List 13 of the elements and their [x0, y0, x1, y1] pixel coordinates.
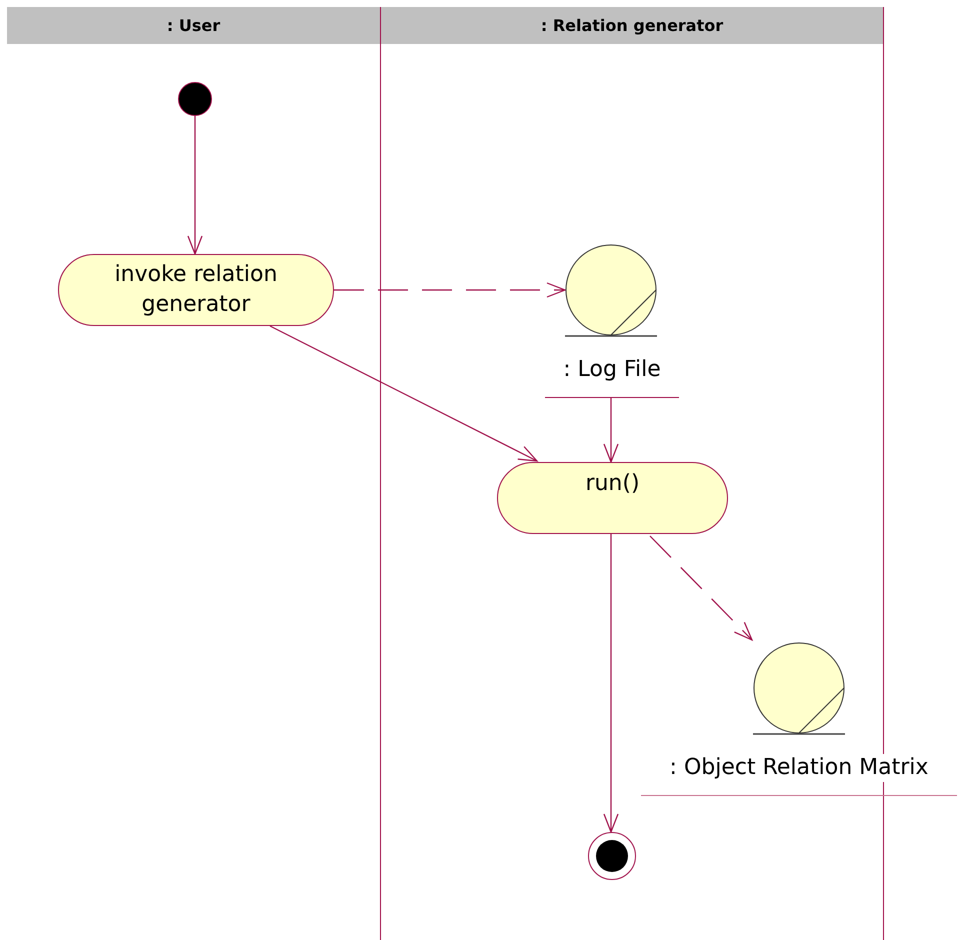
arrow	[334, 282, 566, 298]
arrow	[270, 325, 538, 462]
object-label: : Log File	[563, 357, 661, 382]
swimlane	[7, 7, 381, 940]
arrow	[603, 534, 619, 833]
action-node: invoke relation generator	[58, 254, 334, 326]
lane-title: : User	[166, 16, 220, 35]
lane-title: : Relation generator	[540, 16, 724, 35]
arrow	[603, 398, 619, 463]
arrow	[650, 536, 753, 641]
object-label: : Object Relation Matrix	[670, 755, 928, 780]
arrow	[187, 116, 203, 255]
action-node: run()	[497, 462, 728, 534]
